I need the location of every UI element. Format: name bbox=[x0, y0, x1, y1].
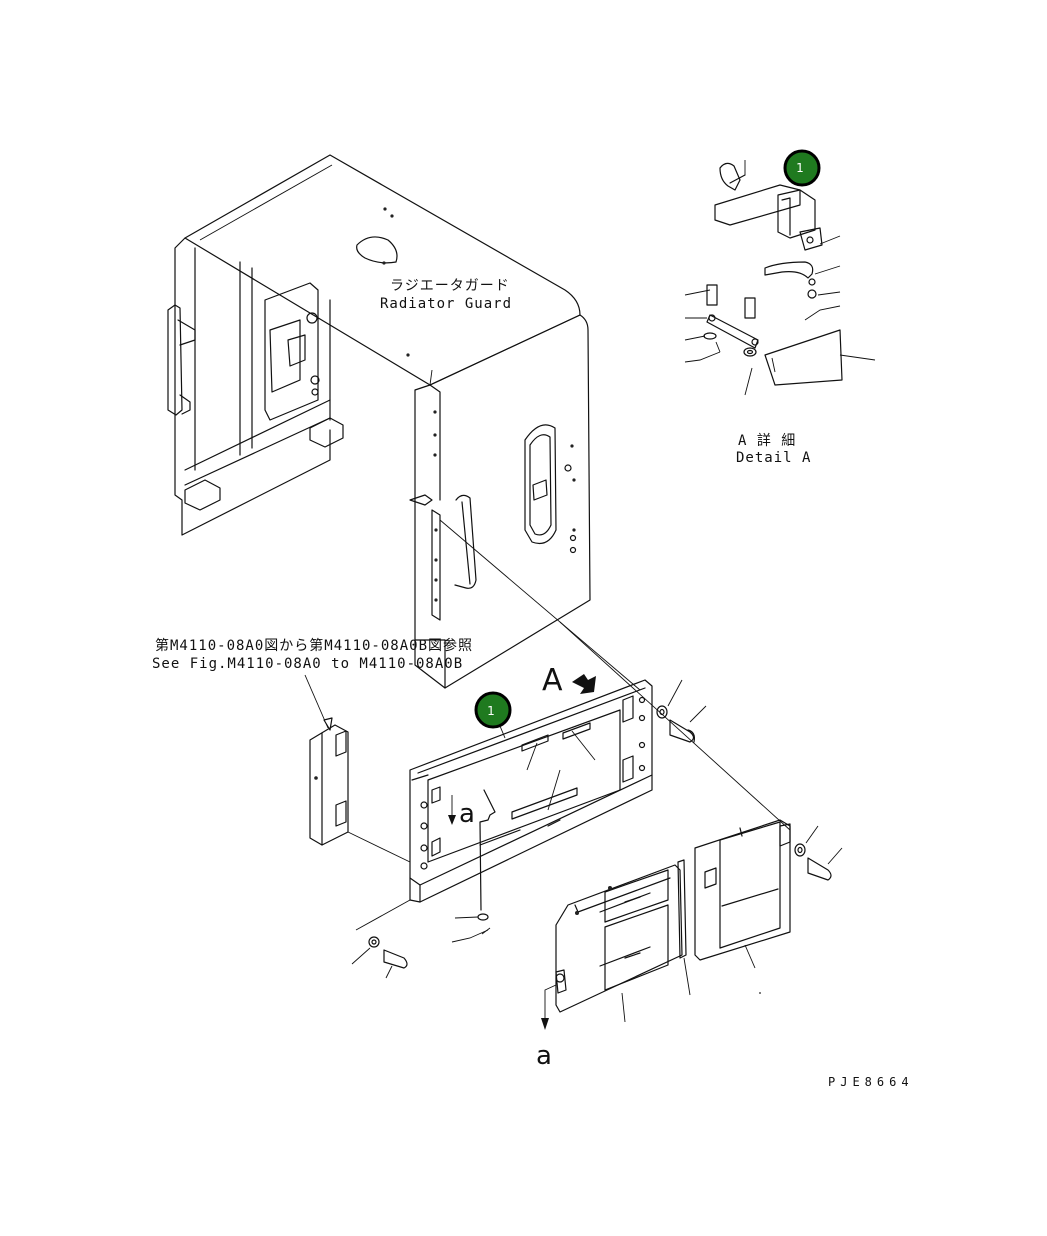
radiator-guard-label-jp: ラジエータガード bbox=[390, 278, 510, 294]
section-a-label-lower: a bbox=[536, 1041, 552, 1071]
see-fig-note-en: See Fig.M4110-08A0 to M4110-08A0B bbox=[152, 656, 463, 672]
callout-1-detail[interactable]: 1 bbox=[783, 149, 821, 187]
view-a-label: A bbox=[542, 663, 563, 698]
front-panel-frame bbox=[409, 679, 653, 911]
side-bracket bbox=[309, 724, 349, 846]
seal-strip bbox=[677, 859, 687, 959]
lower-cover-left bbox=[555, 864, 683, 1023]
view-a-arrow bbox=[572, 674, 596, 694]
radiator-guard-housing bbox=[167, 154, 591, 689]
radiator-guard-label-en: Radiator Guard bbox=[380, 296, 512, 312]
detail-a-label-en: Detail A bbox=[736, 450, 811, 466]
section-a-label-upper: a bbox=[459, 799, 475, 829]
detail-a-assembly bbox=[684, 160, 876, 396]
detail-a-label-jp: A 詳 細 bbox=[738, 433, 796, 449]
see-fig-note-jp: 第M4110-08A0図から第M4110-08A0B図参照 bbox=[155, 637, 473, 654]
drawing-code: PJE8664 bbox=[828, 1075, 914, 1089]
lower-cover-right bbox=[694, 819, 791, 994]
callout-number: 1 bbox=[796, 161, 804, 175]
callout-1-panel[interactable]: 1 bbox=[474, 691, 512, 729]
callout-number: 1 bbox=[487, 704, 495, 718]
